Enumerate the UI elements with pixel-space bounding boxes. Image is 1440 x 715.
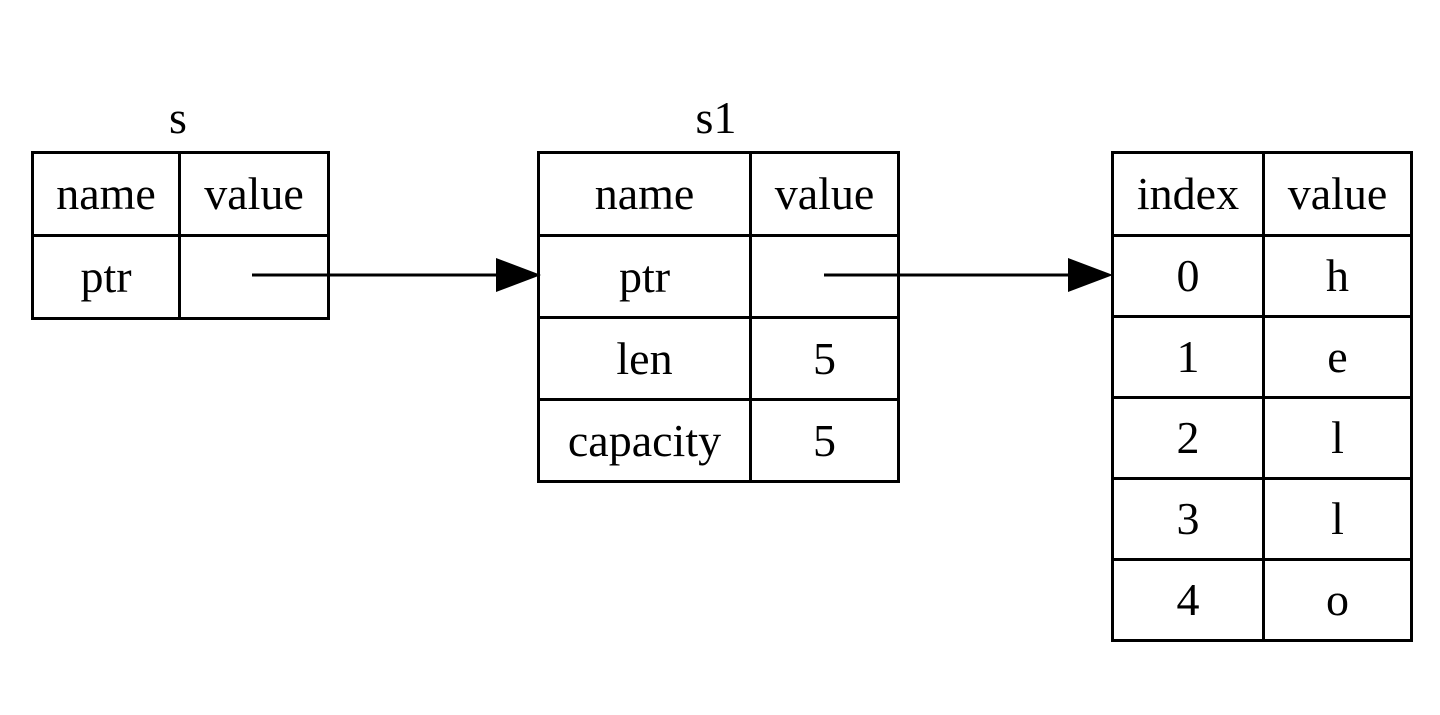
arrowhead-icon (1068, 258, 1113, 292)
table-row: capacity 5 (537, 398, 900, 483)
table-row: 2 l (1111, 396, 1413, 480)
cell-name: capacity (537, 398, 752, 483)
table-s: name value ptr (31, 151, 330, 320)
cell-value: h (1262, 234, 1413, 318)
table-row: 1 e (1111, 315, 1413, 399)
table-row: 3 l (1111, 477, 1413, 561)
table-s1-header-row: name value (537, 151, 900, 237)
header-cell: value (749, 151, 900, 237)
table-row: 0 h (1111, 234, 1413, 318)
cell-name: ptr (537, 234, 752, 319)
table-s-header-row: name value (31, 151, 330, 237)
cell-value: e (1262, 315, 1413, 399)
cell-index: 3 (1111, 477, 1265, 561)
header-cell: value (178, 151, 330, 237)
header-cell: name (537, 151, 752, 237)
cell-index: 0 (1111, 234, 1265, 318)
cell-value (178, 234, 330, 320)
cell-value (749, 234, 900, 319)
header-cell: name (31, 151, 181, 237)
header-cell: value (1262, 151, 1413, 237)
table-s1: name value ptr len 5 capacity 5 (537, 151, 900, 483)
cell-index: 4 (1111, 558, 1265, 642)
table-row: len 5 (537, 316, 900, 401)
cell-value: 5 (749, 398, 900, 483)
table-heap: index value 0 h 1 e 2 l 3 l 4 o (1111, 151, 1413, 642)
cell-name: len (537, 316, 752, 401)
table-row: ptr (31, 234, 330, 320)
cell-value: o (1262, 558, 1413, 642)
cell-value: l (1262, 477, 1413, 561)
cell-value: 5 (749, 316, 900, 401)
table-row: ptr (537, 234, 900, 319)
table-heap-header-row: index value (1111, 151, 1413, 237)
header-cell: index (1111, 151, 1265, 237)
cell-value: l (1262, 396, 1413, 480)
cell-index: 2 (1111, 396, 1265, 480)
cell-index: 1 (1111, 315, 1265, 399)
table-title-s: s (169, 92, 187, 143)
arrowhead-icon (496, 258, 541, 292)
table-title-s1: s1 (695, 92, 737, 143)
cell-name: ptr (31, 234, 181, 320)
table-row: 4 o (1111, 558, 1413, 642)
